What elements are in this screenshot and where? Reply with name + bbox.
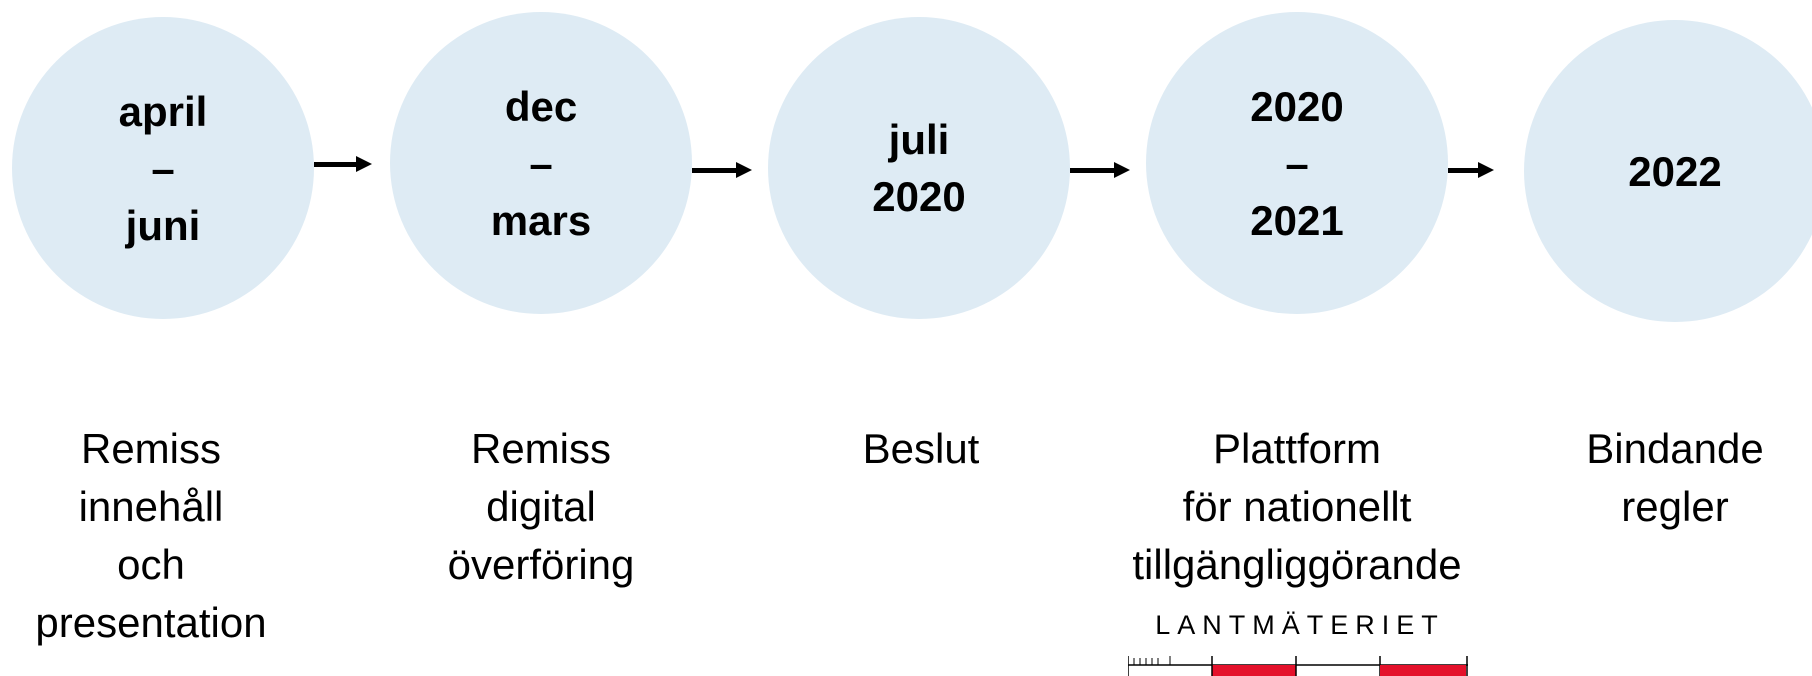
arrow-3-icon: [1070, 162, 1130, 178]
step-5-caption-line-1: Bindande: [1586, 425, 1764, 472]
step-4-date-line-1: 2020: [1250, 82, 1344, 130]
step-1-caption-line-3: och: [117, 541, 185, 588]
lantmateriet-logo-text: LANTMÄTERIET: [1155, 610, 1445, 640]
step-4-caption: Plattform för nationellt tillgängliggöra…: [1102, 420, 1492, 594]
step-1-caption-line-1: Remiss: [80, 425, 221, 472]
step-2-caption-line-3: överföring: [447, 541, 635, 588]
step-2-caption-line-1: Remiss: [470, 425, 611, 472]
step-3-date-line-1: juli: [888, 116, 950, 163]
step-4-caption-line-3: tillgängliggörande: [1132, 541, 1462, 588]
step-1-caption-line-2: innehåll: [78, 483, 224, 530]
step-2-date-line-1: dec: [504, 82, 578, 130]
step-4-date-line-3: 2021: [1250, 196, 1344, 244]
step-5-caption-line-2: regler: [1621, 483, 1729, 530]
step-2-caption-line-2: digital: [486, 483, 596, 530]
step-5-caption: Bindande regler: [1540, 420, 1810, 536]
step-1-circle: april – juni: [12, 17, 314, 319]
step-2-date-line-3: mars: [490, 196, 592, 244]
step-5-circle: 2022: [1524, 20, 1812, 322]
step-3-caption: Beslut: [780, 420, 1062, 478]
step-1-date-line-1: april: [118, 87, 208, 135]
step-1-caption: Remiss innehåll och presentation: [10, 420, 292, 652]
step-2-date-line-2: –: [529, 139, 553, 187]
step-3-circle: juli 2020: [768, 17, 1070, 319]
arrow-2-icon: [692, 162, 752, 178]
step-1-date-line-3: juni: [125, 201, 201, 249]
step-1-date-line-2: –: [151, 144, 175, 192]
step-4-caption-line-1: Plattform: [1212, 425, 1382, 472]
step-5-date-line-1: 2022: [1628, 147, 1722, 195]
step-2-circle: dec – mars: [390, 12, 692, 314]
step-3-date-line-2: 2020: [872, 173, 966, 220]
step-4-caption-line-2: för nationellt: [1182, 483, 1412, 530]
step-3-caption-line-1: Beslut: [862, 425, 980, 472]
step-1-caption-line-4: presentation: [35, 599, 267, 646]
step-4-date-line-2: –: [1285, 139, 1309, 187]
lantmateriet-logo-icon: [1128, 656, 1468, 676]
step-4-circle: 2020 – 2021: [1146, 12, 1448, 314]
step-2-caption: Remiss digital överföring: [400, 420, 682, 594]
arrow-4-icon: [1448, 162, 1494, 178]
arrow-1-icon: [314, 156, 372, 172]
